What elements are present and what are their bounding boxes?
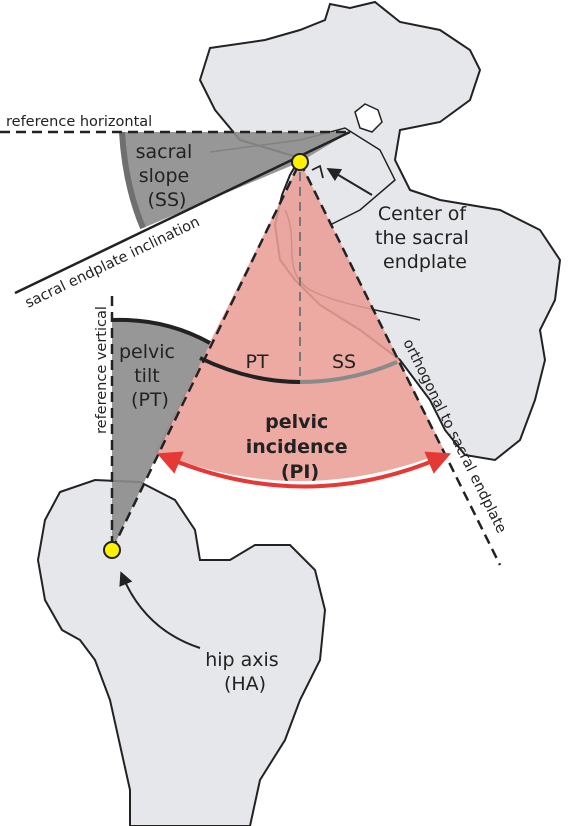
- reference-horizontal-label: reference horizontal: [6, 114, 152, 130]
- right-angle-marker: [311, 164, 324, 179]
- hip-callout-arrow: [119, 571, 201, 649]
- hip-axis-label: hip axis (HA): [205, 649, 285, 695]
- pelvic-tilt-label: pelvic tilt (PT): [119, 341, 181, 411]
- hip-axis-point: [103, 541, 121, 559]
- sacral-slope-label: sacral slope (SS): [136, 141, 199, 211]
- sacral-foramen: [354, 103, 383, 133]
- hip-to-center-line: [110, 161, 302, 551]
- pelvic-tilt-arc: [111, 317, 211, 345]
- femur-bone: [36, 478, 327, 826]
- sacral-slope-wedge: [122, 132, 350, 228]
- pi-arrow: [156, 451, 452, 489]
- ss-inner-arc: [299, 360, 398, 384]
- center-sacral-endplate-label: Center of the sacral endplate: [375, 203, 475, 273]
- pelvic-tilt-wedge: [112, 319, 210, 550]
- reference-vertical-label: reference vertical: [94, 306, 110, 434]
- sacral-slope-arc: [119, 131, 146, 230]
- center-callout-arrow: [326, 167, 373, 196]
- pt-inner-arc: [199, 356, 301, 384]
- orthogonal-line: [298, 161, 502, 566]
- pelvic-incidence-label: pelvic incidence (PI): [246, 411, 355, 483]
- sacral-center-point: [291, 153, 309, 171]
- pelvic-incidence-wedge: [155, 162, 445, 481]
- ss-arc-label: SS: [332, 351, 356, 373]
- pt-arc-label: PT: [245, 351, 268, 373]
